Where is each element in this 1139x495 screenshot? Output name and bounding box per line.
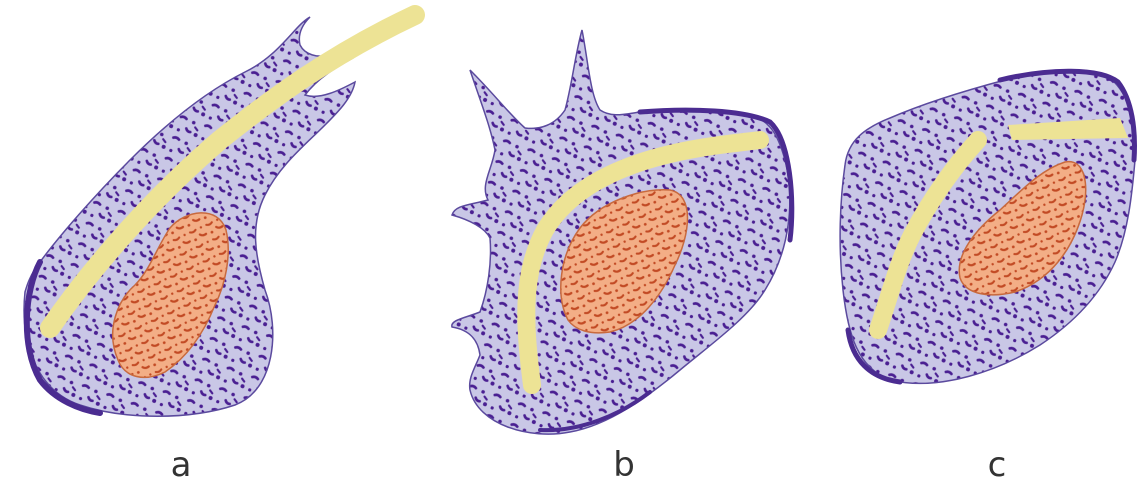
cell-a (24, 15, 415, 416)
panel-label-b: b (604, 448, 644, 482)
cell-c (840, 70, 1136, 383)
cell-b (452, 30, 792, 434)
panel-label-a: a (161, 448, 201, 482)
panel-label-c: c (977, 448, 1017, 482)
